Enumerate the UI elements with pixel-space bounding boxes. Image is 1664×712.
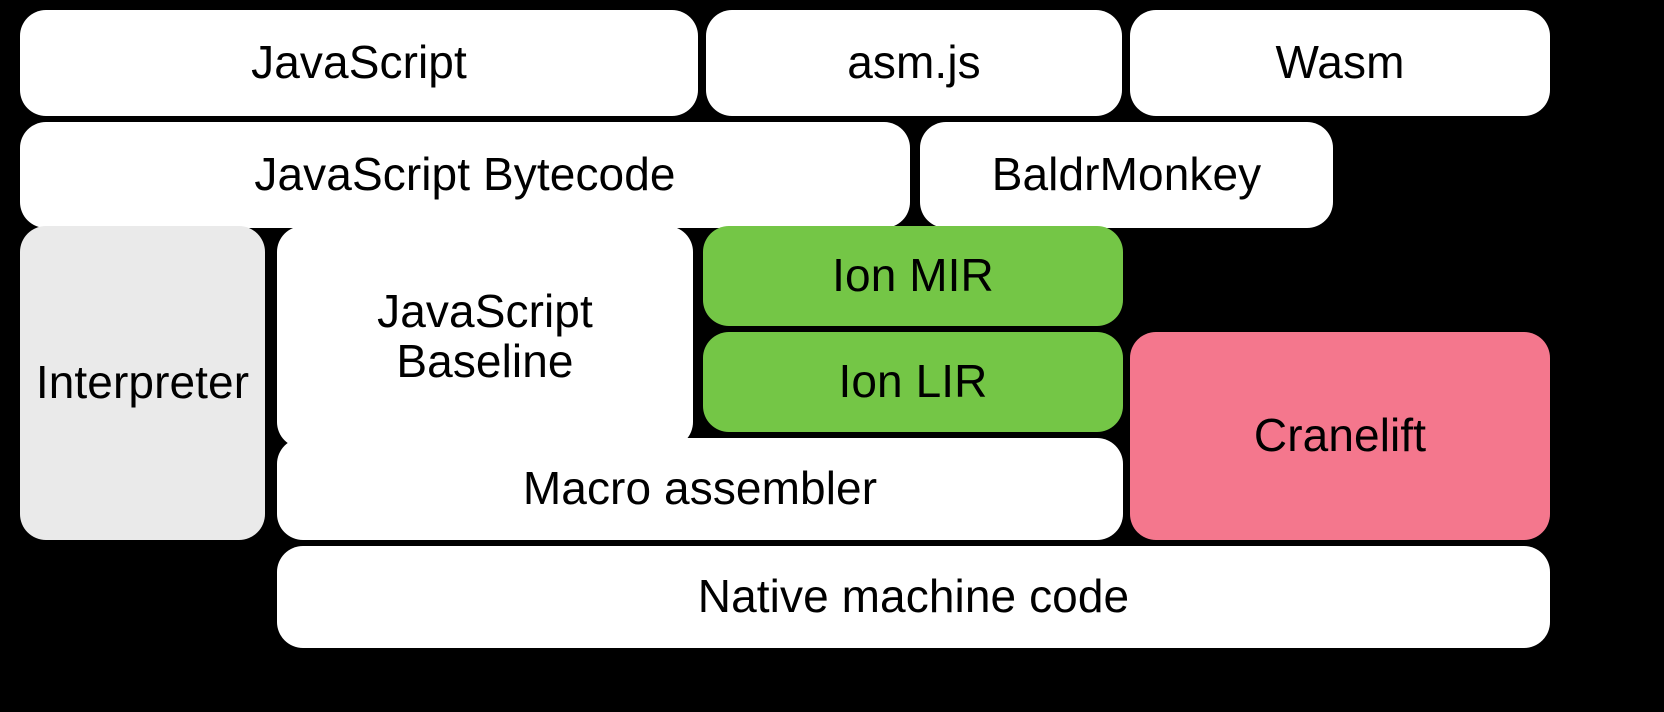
node-javascript[interactable]: JavaScript: [20, 10, 698, 116]
node-label: Ion LIR: [838, 355, 988, 408]
node-native-machine[interactable]: Native machine code: [277, 546, 1550, 648]
node-label: Native machine code: [697, 570, 1130, 623]
node-baldrmonkey[interactable]: BaldrMonkey: [920, 122, 1333, 228]
node-js-bytecode[interactable]: JavaScript Bytecode: [20, 122, 910, 228]
node-label: Interpreter: [35, 356, 250, 409]
node-label: asm.js: [847, 36, 981, 89]
node-macro-assembler[interactable]: Macro assembler: [277, 438, 1123, 540]
node-label: Cranelift: [1253, 409, 1427, 462]
node-wasm[interactable]: Wasm: [1130, 10, 1550, 116]
node-ion-lir[interactable]: Ion LIR: [703, 332, 1123, 432]
node-label: Macro assembler: [522, 462, 878, 515]
node-label: BaldrMonkey: [991, 148, 1262, 201]
node-label: JavaScript Bytecode: [254, 148, 676, 201]
node-js-baseline[interactable]: JavaScript Baseline: [277, 226, 693, 448]
node-ion-mir[interactable]: Ion MIR: [703, 226, 1123, 326]
node-cranelift[interactable]: Cranelift: [1130, 332, 1550, 540]
node-label: JavaScript: [251, 36, 467, 89]
node-label: JavaScript Baseline: [377, 285, 593, 387]
node-label: Ion MIR: [832, 249, 994, 302]
node-label: Wasm: [1275, 36, 1405, 89]
node-interpreter[interactable]: Interpreter: [20, 226, 265, 540]
node-asmjs[interactable]: asm.js: [706, 10, 1122, 116]
